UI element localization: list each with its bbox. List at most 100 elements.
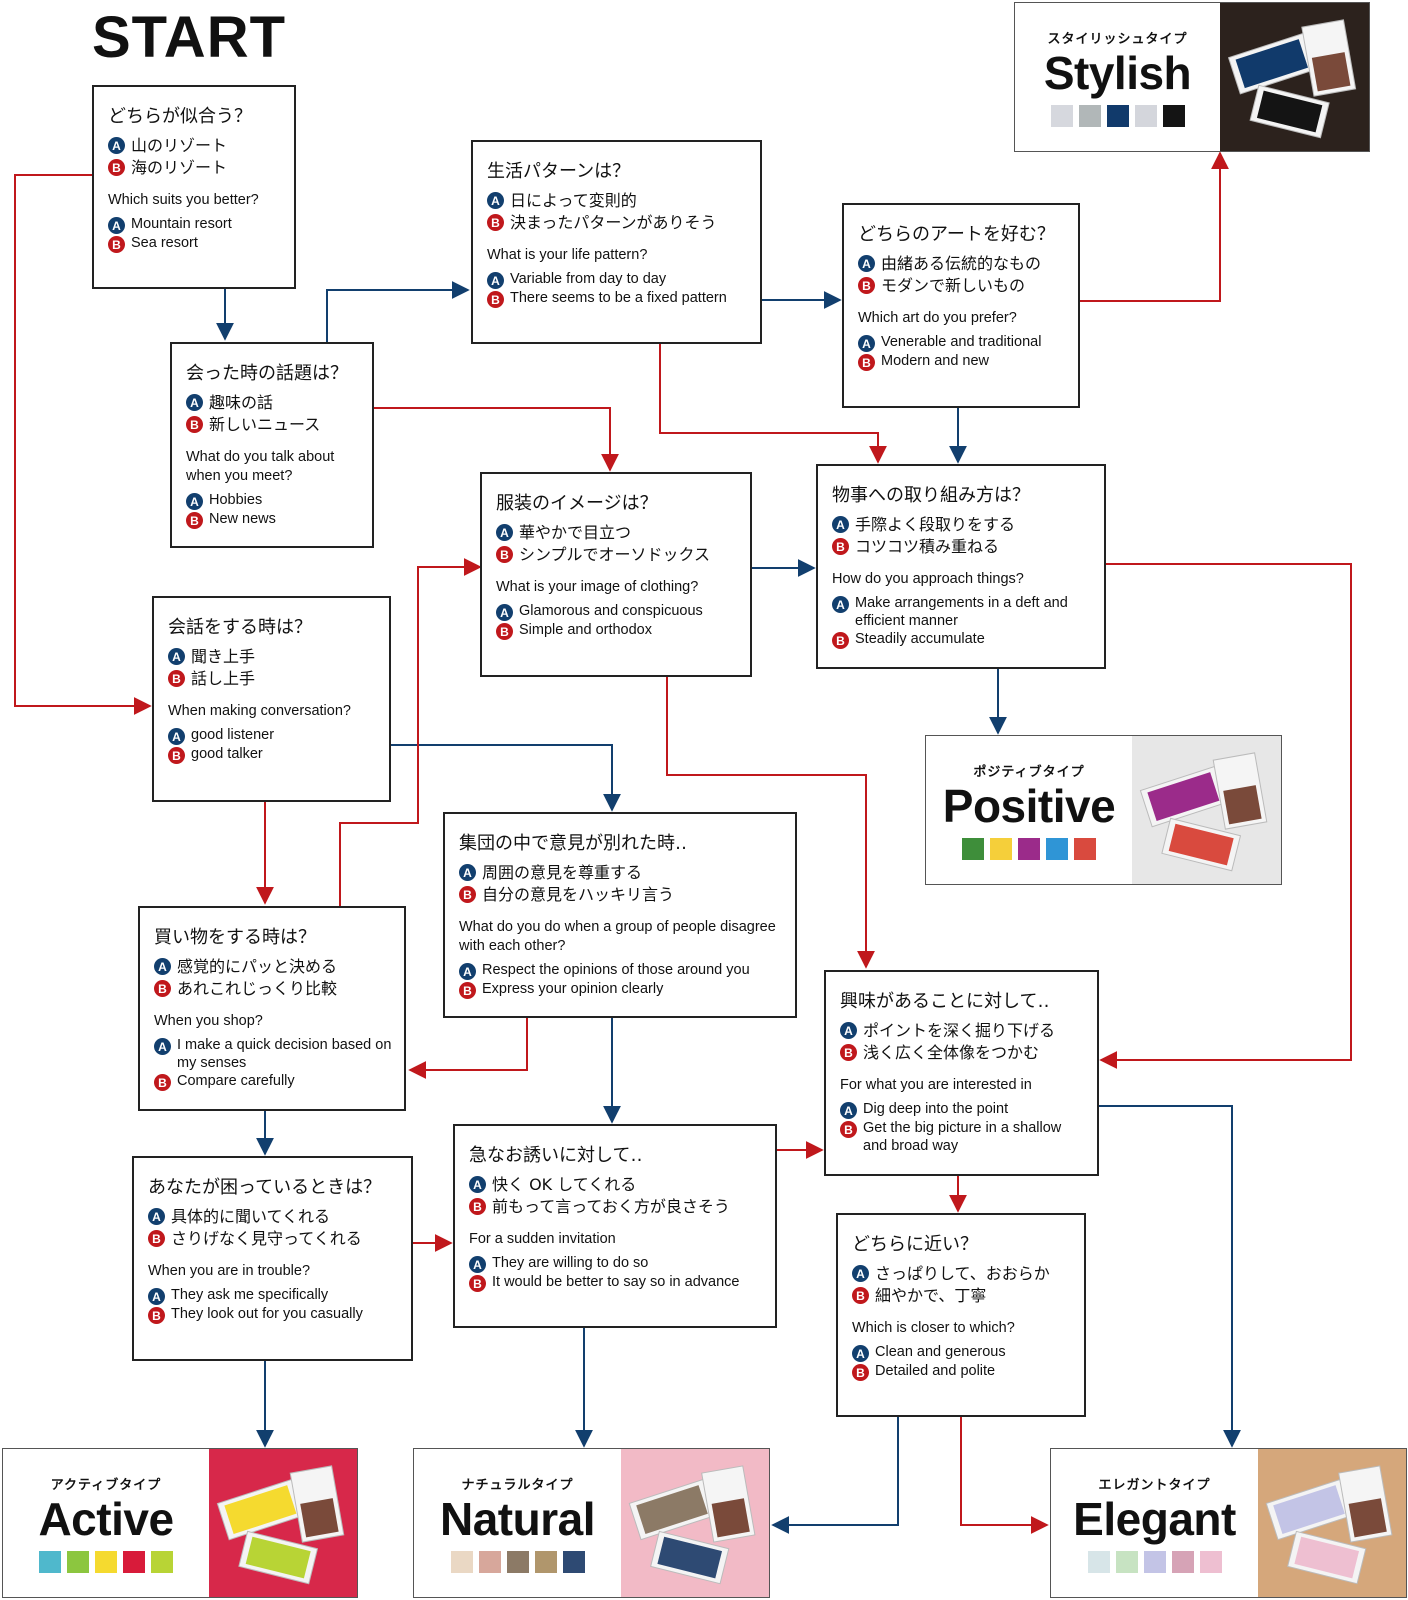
option-a-badge-icon: A [154, 1038, 171, 1055]
stylish-swatch-1 [1050, 104, 1073, 127]
q10-en-option-b-label: Get the big picture in a shallow and bro… [863, 1120, 1062, 1154]
option-b-badge-icon: B [469, 1198, 486, 1215]
q9-jp-title: 買い物をする時は？ [154, 927, 316, 948]
option-a-badge-icon: A [487, 192, 504, 209]
option-a-badge-icon: A [840, 1022, 857, 1039]
q9-en-option-b-label: Compare carefully [177, 1073, 295, 1089]
q13-en-title: Which is closer to which? [852, 1320, 1015, 1336]
q1-en-title: Which suits you better? [108, 192, 259, 208]
elegant-swatch-1 [1087, 1550, 1110, 1573]
q13-en-option-a-label: Clean and generous [875, 1344, 1006, 1360]
option-a-badge-icon: A [168, 648, 185, 665]
q8-jp-option-b-label: 自分の意見をハッキリ言う [482, 885, 675, 904]
option-a-badge-icon: A [832, 516, 849, 533]
start-label: START [92, 5, 287, 70]
q11-en-title: When you are in trouble? [148, 1263, 311, 1279]
q6-jp-option-a-label: 手際よく段取りをする [855, 515, 1016, 534]
q8-jp-option-b[interactable]: B 自分の意見をハッキリ言う [459, 884, 783, 906]
option-b-badge-icon: B [840, 1121, 857, 1138]
option-b-badge-icon: B [832, 632, 849, 649]
positive-color-swatches [962, 837, 1096, 860]
option-a-badge-icon: A [108, 217, 125, 234]
arrow-q10-to-elegant [1099, 1105, 1241, 1448]
q2-en-option-a-label: Hobbies [209, 492, 263, 508]
option-b-badge-icon: B [148, 1230, 165, 1247]
option-b-badge-icon: B [459, 886, 476, 903]
active-swatch-4 [123, 1550, 145, 1573]
arrow-q3-to-q6 [659, 343, 887, 464]
positive-swatch-4 [1046, 837, 1068, 860]
q10-en-option-b[interactable]: B Get the big picture in a shallow and br… [840, 1119, 1085, 1155]
option-b-badge-icon: B [496, 546, 513, 563]
natural-swatch-3 [506, 1550, 529, 1573]
option-a-badge-icon: A [186, 493, 203, 510]
q2-en-option-a[interactable]: A Hobbies [186, 491, 360, 510]
option-a-badge-icon: A [469, 1256, 486, 1273]
option-b-badge-icon: B [168, 670, 185, 687]
q12-en-title: For a sudden invitation [469, 1231, 616, 1247]
option-a-badge-icon: A [487, 272, 504, 289]
positive-swatch-3 [1018, 837, 1040, 860]
elegant-swatch-2 [1115, 1550, 1138, 1573]
q5-jp-title: 服装のイメージは？ [496, 493, 658, 514]
positive-swatch-5 [1074, 837, 1096, 860]
q12-jp-option-a-label: 快く OK してくれる [492, 1175, 637, 1194]
q6-jp-option-a[interactable]: A 手際よく段取りをする [832, 514, 1092, 536]
positive-swatch-2 [990, 837, 1012, 860]
option-b-badge-icon: B [154, 980, 171, 997]
option-a-badge-icon: A [186, 394, 203, 411]
q2-en-title: What do you talk about when you meet? [186, 449, 335, 484]
